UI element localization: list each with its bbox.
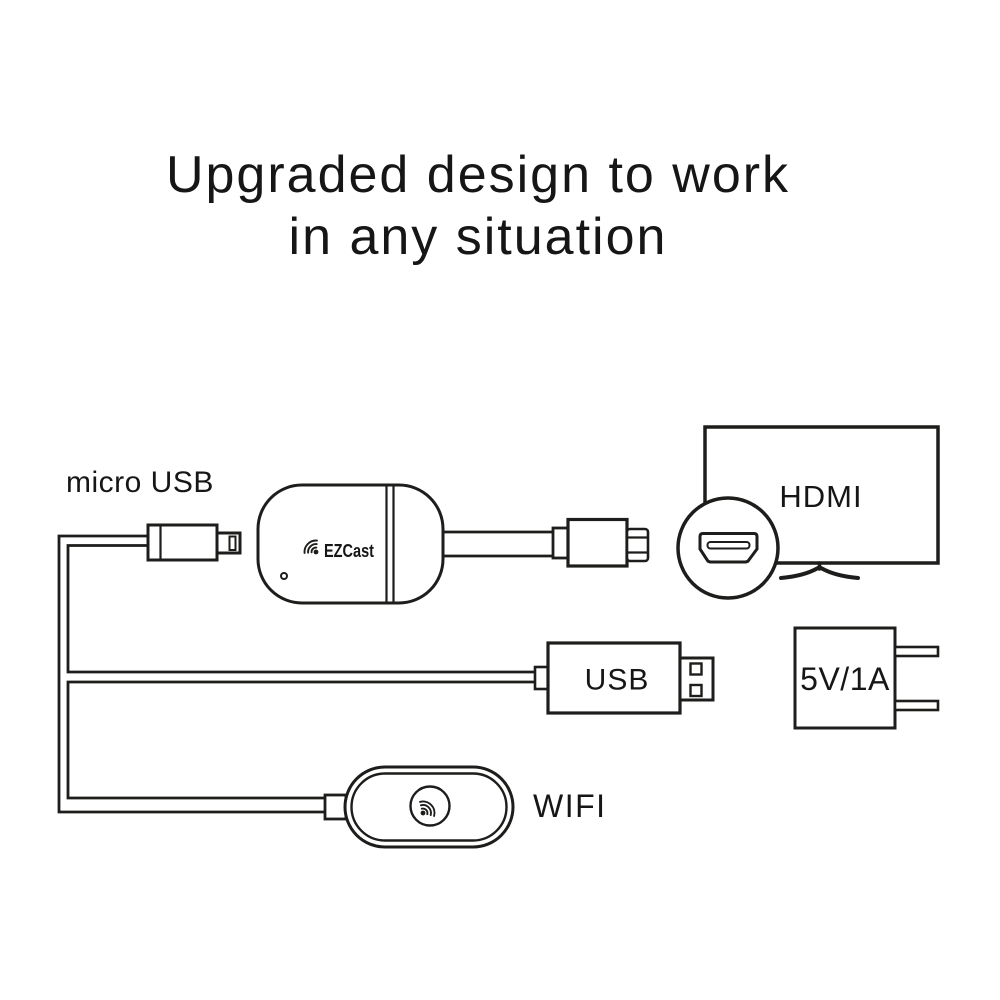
wifi-icon <box>419 800 436 817</box>
micro-usb-tip-contact <box>228 535 237 551</box>
page-title-line-1: Upgraded design to work <box>165 146 791 204</box>
ezcast-logo: EZCast <box>303 539 374 561</box>
wifi-receiver-inner-shell <box>350 772 508 842</box>
power-adapter: 5V/1A <box>793 626 940 730</box>
usb-collar <box>533 665 550 691</box>
wifi-receiver-connector <box>323 793 348 821</box>
tv-stand-left-leg <box>779 566 820 580</box>
page-title-line-2: in any situation <box>288 208 668 266</box>
micro-usb-body <box>146 523 219 562</box>
wifi-dot <box>313 549 319 555</box>
wifi-arcs <box>419 800 436 817</box>
tv: HDMI <box>703 425 940 580</box>
cable-branch-edge <box>66 680 535 800</box>
wifi-label: WIFI <box>533 788 607 824</box>
usb-body <box>546 641 682 715</box>
usb-plug <box>678 656 715 702</box>
micro-usb-connector: micro USB <box>66 466 242 562</box>
power-adapter-body <box>793 626 897 730</box>
dongle-strap-cable <box>443 530 553 558</box>
usb-plug-hole-top <box>689 662 703 676</box>
wifi-receiver: WIFI <box>323 765 607 849</box>
hdmi-label: HDMI <box>779 479 862 514</box>
hdmi-port-slot <box>706 541 751 550</box>
hdmi-plug-tip <box>625 527 650 563</box>
tv-stand-right-leg <box>819 566 860 580</box>
cable-outer-edge <box>57 534 326 814</box>
wifi-dot <box>420 810 426 816</box>
hdmi-plug-collar <box>551 526 570 560</box>
page-title: Upgraded design to work in any situation <box>0 144 956 268</box>
usb-plug-hole-bottom <box>689 683 703 698</box>
micro-usb-label: micro USB <box>66 466 214 499</box>
power-label: 5V/1A <box>800 661 890 697</box>
hdmi-plug <box>443 517 650 568</box>
hdmi-port-callout <box>676 496 780 600</box>
wifi-arcs <box>303 539 318 554</box>
usb-connector: USB <box>533 641 715 715</box>
hdmi-plug-tip-lines <box>627 536 648 554</box>
led-indicator <box>280 572 288 580</box>
ezcast-dongle: EZCast <box>256 483 445 605</box>
cable-harness <box>57 534 535 814</box>
plug-prong-top <box>893 645 940 658</box>
wifi-icon <box>303 539 318 554</box>
usb-label: USB <box>585 664 650 697</box>
dongle-cap-seam <box>385 486 395 602</box>
ezcast-logo-text: EZCast <box>324 541 374 561</box>
plug-prong-bottom <box>893 699 940 712</box>
dongle-body <box>256 483 445 605</box>
wifi-receiver-button <box>409 785 451 827</box>
hdmi-plug-body <box>566 517 629 568</box>
cable-inner-edge <box>66 544 535 674</box>
tv-screen <box>703 425 940 565</box>
